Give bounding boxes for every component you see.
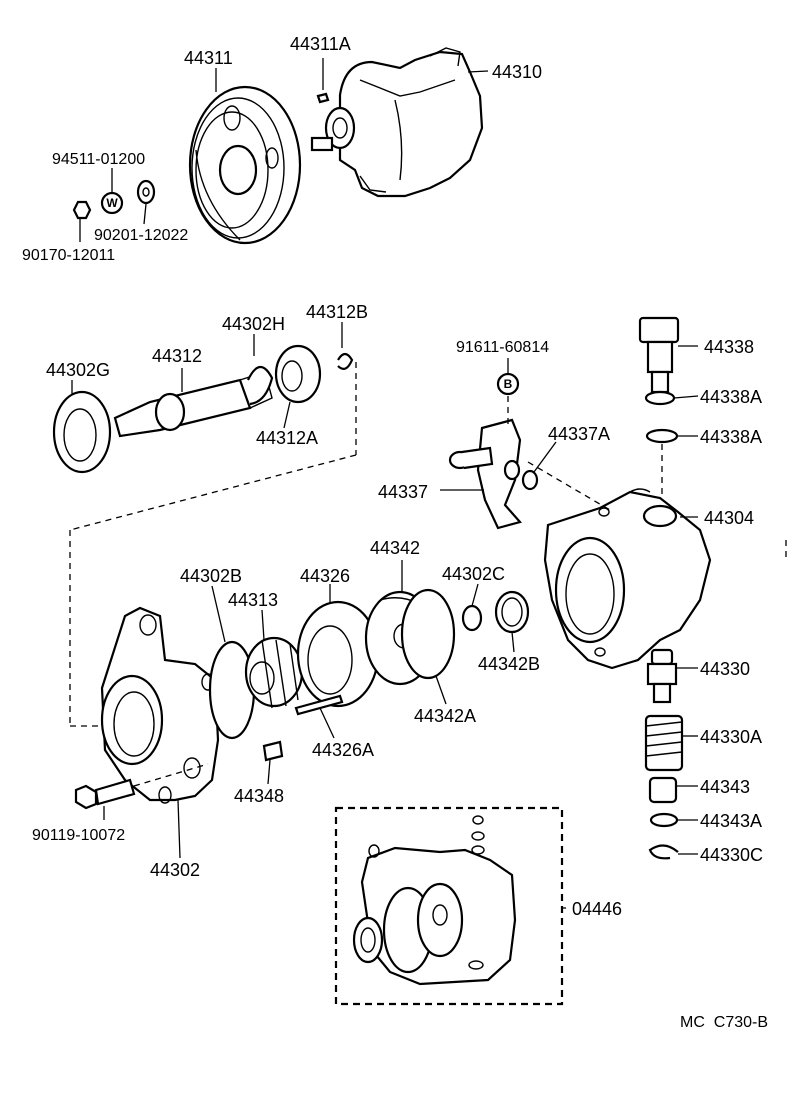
rear-housing-44302 (100, 606, 220, 804)
washer-mark: W (106, 196, 118, 210)
label-44302B: 44302B (180, 566, 242, 586)
ring-44312B (337, 352, 354, 370)
label-90119-10072: 90119-10072 (32, 827, 125, 844)
valve-44330 (646, 648, 678, 704)
label-44312: 44312 (152, 346, 202, 366)
gasket-kit-04446 (334, 806, 564, 1006)
o-ring-44337A (521, 469, 539, 491)
seal-44302G (52, 390, 112, 474)
pulley-44311 (188, 85, 302, 245)
bearing-44312A (274, 344, 322, 404)
o-ring-44302C (461, 604, 483, 632)
washer-94511-01200: W (100, 191, 124, 215)
label-44337: 44337 (378, 482, 428, 502)
label-44311A: 44311A (290, 34, 351, 54)
bolt-90119-10072 (74, 778, 136, 810)
label-44338: 44338 (704, 337, 754, 357)
gasket-44342A (400, 588, 456, 680)
bolt-91611-60814: B (496, 372, 520, 396)
plug-44343 (648, 776, 678, 804)
o-ring-44343A (649, 812, 679, 828)
plate-44348 (262, 740, 284, 762)
nut-90170-12011 (72, 200, 92, 220)
label-94511-01200: 94511-01200 (52, 151, 145, 168)
pump-body-44310 (310, 47, 484, 198)
plug-44338 (638, 316, 680, 406)
label-90170-12011: 90170-12011 (22, 247, 115, 264)
spring-44330A (644, 714, 684, 772)
part-labels: 44311 44311A 44310 94511-01200 90201-120… (22, 34, 768, 1031)
label-44338A-bottom: 44338A (700, 427, 762, 447)
label-44310: 44310 (492, 62, 542, 82)
key-44311A (316, 92, 330, 104)
label-44312A: 44312A (256, 428, 318, 448)
label-44313: 44313 (228, 590, 278, 610)
label-44343A: 44343A (700, 811, 762, 831)
bolt-mark: B (504, 377, 513, 391)
rotor-44313 (244, 636, 304, 709)
front-housing-44304 (543, 488, 712, 670)
label-44342A: 44342A (414, 706, 476, 726)
gasket-44302B (208, 640, 256, 740)
label-44348: 44348 (234, 786, 284, 806)
spring-44342B (494, 590, 530, 634)
label-44302G: 44302G (46, 360, 110, 380)
shaft-44312 (113, 371, 273, 438)
label-44326A: 44326A (312, 740, 374, 760)
label-44342B: 44342B (478, 654, 540, 674)
label-44343: 44343 (700, 777, 750, 797)
cam-ring-44326 (296, 600, 380, 708)
label-44312B: 44312B (306, 302, 368, 322)
connector-44337 (448, 418, 522, 530)
label-90201-12022: 90201-12022 (94, 227, 188, 244)
o-ring-44338A (645, 428, 679, 444)
label-44342: 44342 (370, 538, 420, 558)
label-91611-60814: 91611-60814 (456, 339, 549, 356)
label-04446: 04446 (572, 899, 622, 919)
snap-ring-44330C (648, 844, 679, 860)
label-44330A: 44330A (700, 727, 762, 747)
label-44330C: 44330C (700, 845, 763, 865)
label-44337A: 44337A (548, 424, 610, 444)
label-44302H: 44302H (222, 314, 285, 334)
label-44338A-top: 44338A (700, 387, 762, 407)
snap-ring-44302H (247, 365, 274, 406)
label-44302C: 44302C (442, 564, 505, 584)
label-44304: 44304 (704, 508, 754, 528)
label-44302: 44302 (150, 860, 200, 880)
washer-90201-12022 (136, 179, 156, 205)
label-44326: 44326 (300, 566, 350, 586)
diagram-code: MC C730-B (680, 1014, 768, 1031)
leader-lines (69, 58, 787, 909)
pin-44326A (294, 694, 344, 716)
label-44311: 44311 (184, 48, 233, 68)
label-44330: 44330 (700, 659, 750, 679)
